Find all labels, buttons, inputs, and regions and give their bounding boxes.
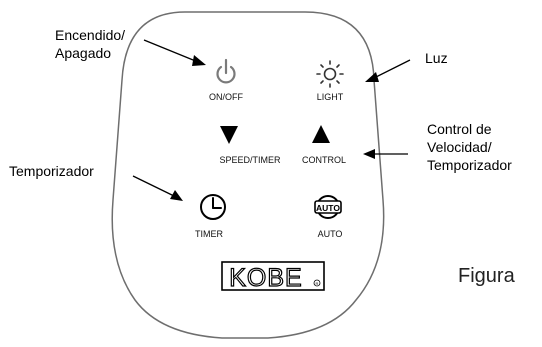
light-label: LIGHT: [317, 92, 344, 102]
callout-power-line2: Apagado: [55, 45, 112, 61]
kobe-logo: KOBE R: [221, 261, 325, 293]
callout-speed-line3: Temporizador: [427, 157, 512, 173]
callout-speed-line2: Velocidad/: [427, 139, 492, 155]
arrow-timer: [132, 175, 183, 201]
control-label: CONTROL: [302, 155, 346, 165]
figure-label: Figura: [458, 265, 515, 287]
speed-timer-label: SPEED/TIMER: [219, 155, 281, 165]
callout-timer: Temporizador: [9, 163, 94, 179]
callout-power-line1: Encendido/: [55, 27, 126, 43]
logo-text: KOBE: [229, 264, 302, 292]
power-icon[interactable]: [216, 58, 236, 84]
clock-icon[interactable]: [200, 194, 226, 220]
arrow-light: [365, 59, 411, 82]
callout-speed-line1: Control de: [427, 121, 492, 137]
auto-label: AUTO: [318, 229, 343, 239]
onoff-label: ON/OFF: [209, 92, 243, 102]
triangle-down-icon[interactable]: [220, 126, 238, 144]
timer-label: TIMER: [195, 229, 223, 239]
arrow-power: [143, 39, 206, 66]
auto-icon-text: AUTO: [316, 203, 340, 213]
sun-icon[interactable]: [316, 60, 344, 88]
arrow-speed-control: [363, 149, 408, 159]
auto-icon[interactable]: AUTO: [314, 195, 342, 219]
triangle-up-icon[interactable]: [312, 125, 330, 143]
callout-light: Luz: [425, 50, 448, 66]
registered-mark: R: [316, 281, 319, 286]
